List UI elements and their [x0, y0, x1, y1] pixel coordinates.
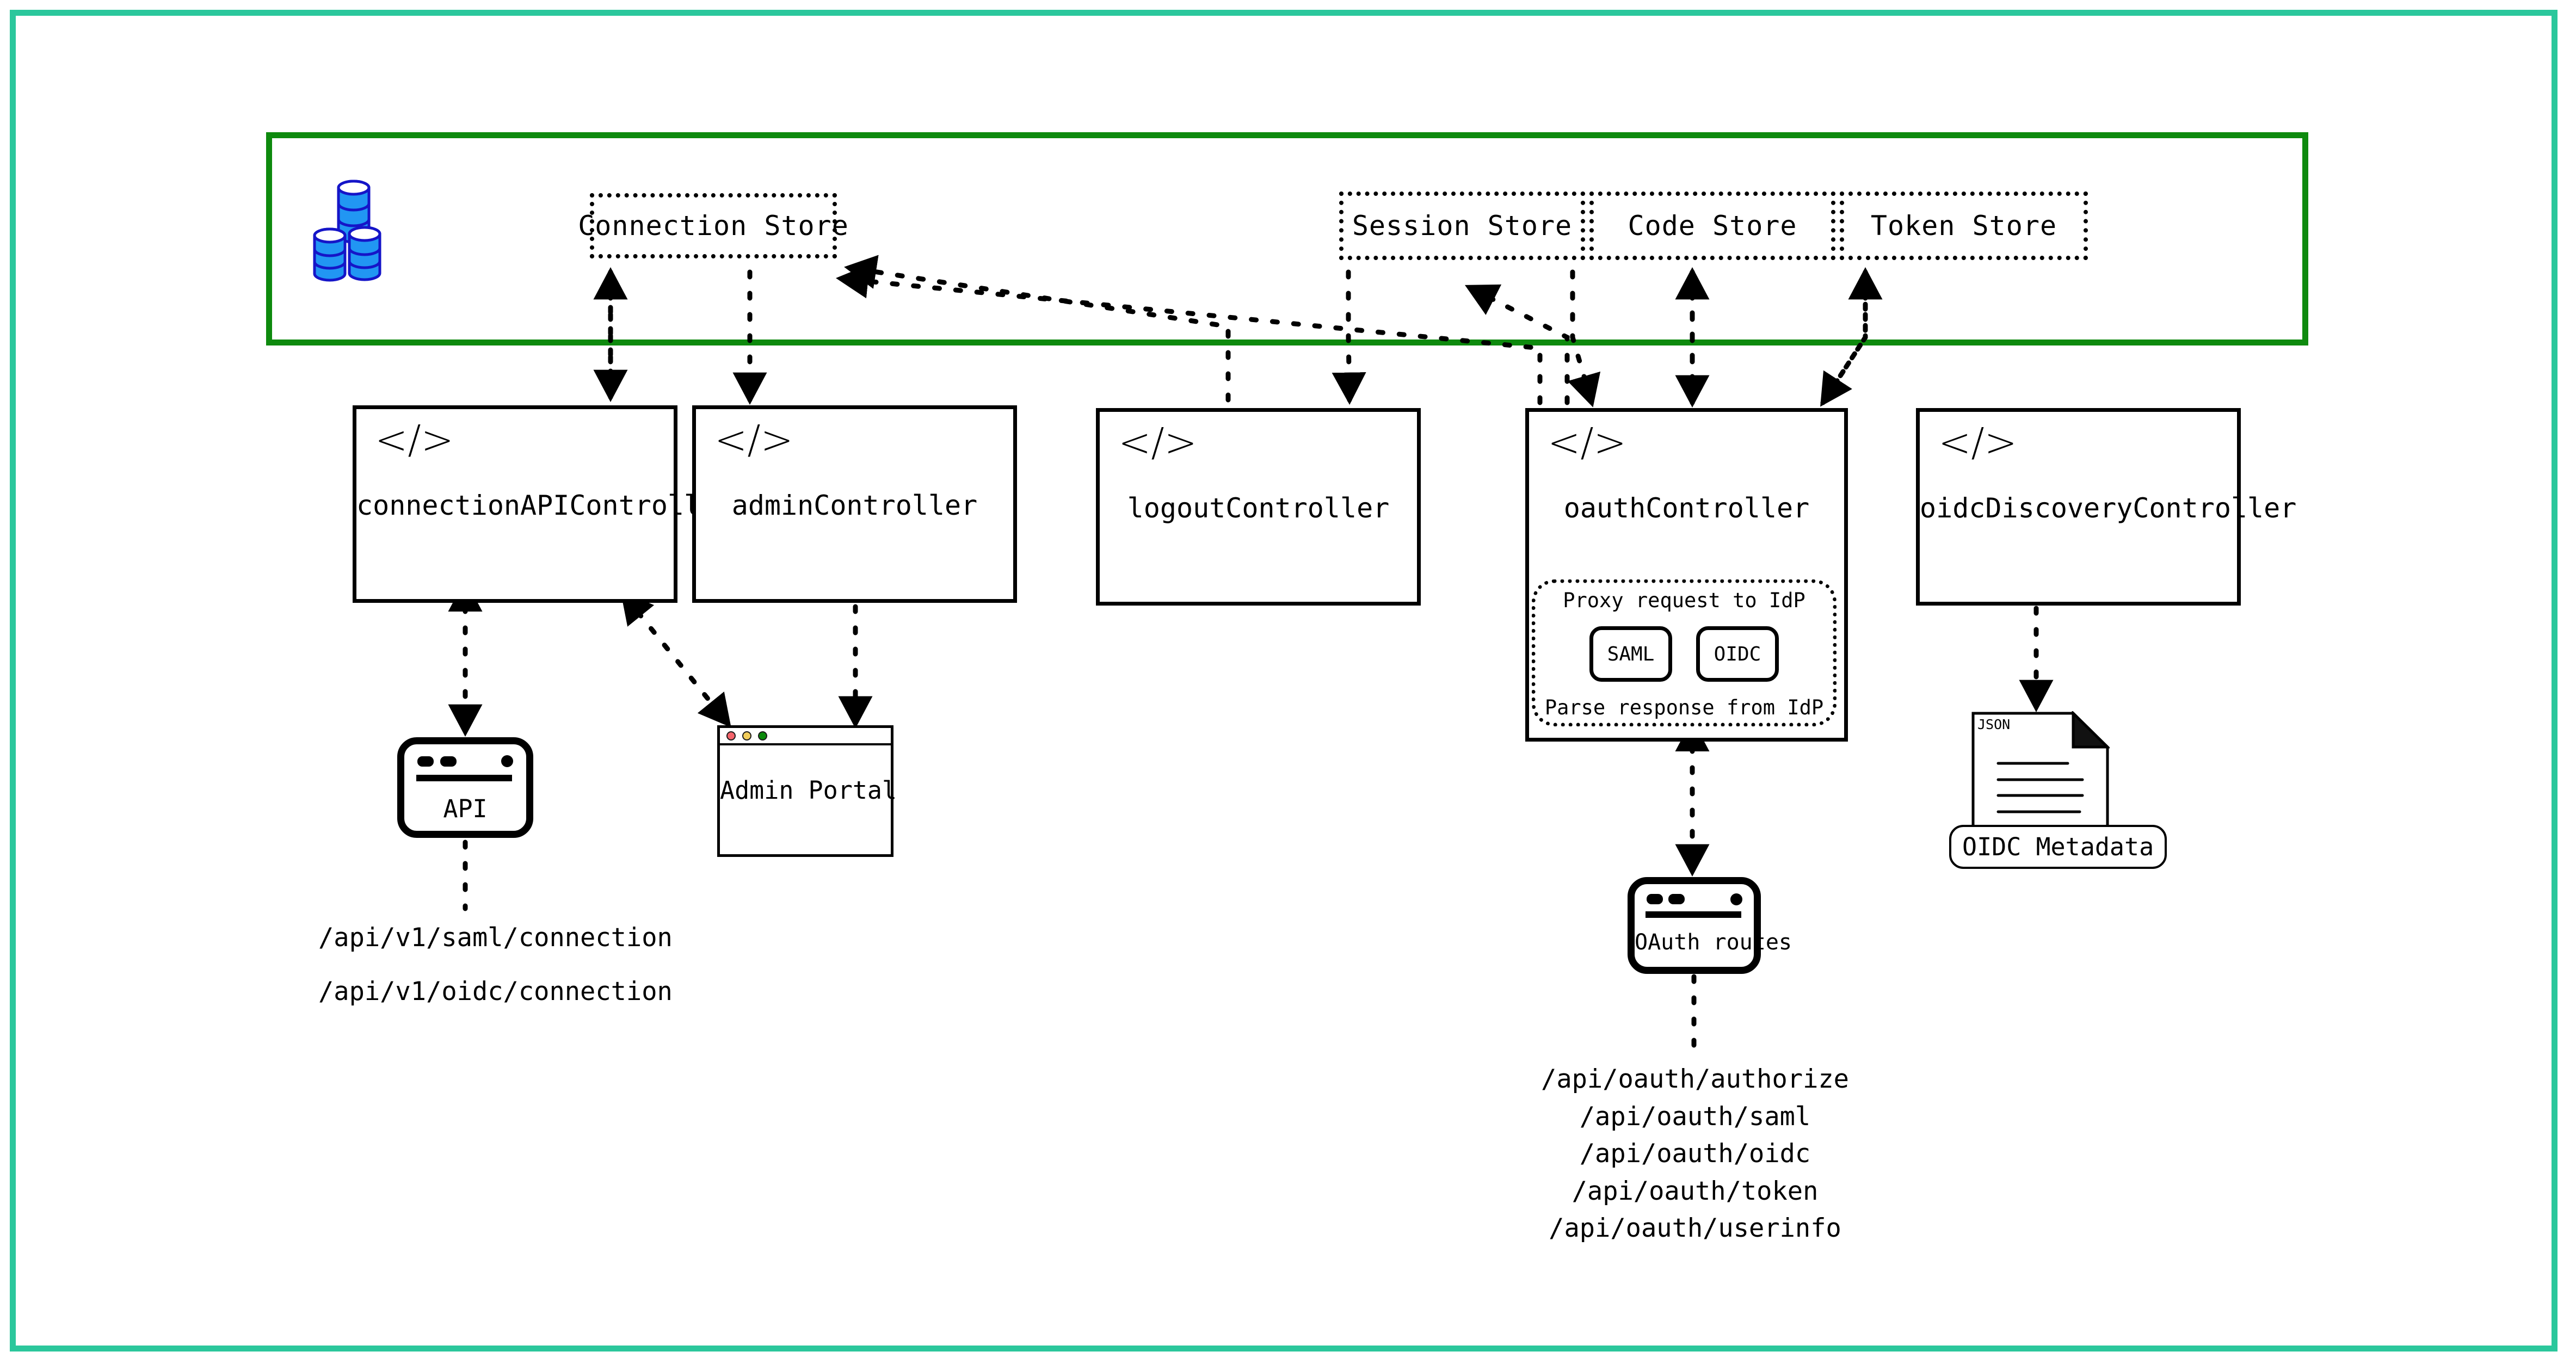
window-address-bar — [1646, 911, 1741, 918]
controller-label: oidcDiscoveryController — [1920, 492, 2297, 524]
database-stack-icon — [305, 171, 435, 291]
code-brackets-icon: </> — [375, 417, 454, 462]
client-label: OIDC Metadata — [1962, 832, 2154, 861]
client-label: API — [443, 794, 488, 823]
oauth-endpoint-list: /api/oauth/authorize /api/oauth/saml /ap… — [1496, 1061, 1894, 1248]
endpoint-item: /api/oauth/oidc — [1579, 1139, 1811, 1169]
window-dot-left — [417, 756, 434, 767]
store-label: Connection Store — [578, 210, 849, 242]
endpoint-item: /api/oauth/saml — [1579, 1101, 1811, 1132]
window-dot-right — [501, 755, 513, 767]
endpoint-item: /api/v1/oidc/connection — [318, 976, 673, 1007]
window-dot-right — [1730, 893, 1742, 905]
window-dot-left — [1647, 894, 1663, 904]
idp-proxy-region: Proxy request to IdP SAML OIDC Parse res… — [1532, 579, 1837, 726]
code-brackets-icon: </> — [1938, 419, 2017, 465]
controller-admin-controller[interactable]: </> adminController — [692, 405, 1017, 603]
store-label: Session Store — [1352, 210, 1573, 242]
store-token-store[interactable]: Token Store — [1840, 192, 2088, 260]
store-label: Token Store — [1870, 210, 2057, 242]
endpoint-item: /api/oauth/authorize — [1541, 1064, 1849, 1094]
window-dot-mid — [440, 756, 457, 767]
connection-api-endpoint-list: /api/v1/saml/connection /api/v1/oidc/con… — [318, 919, 673, 1010]
controller-label: logoutController — [1127, 492, 1390, 524]
window-address-bar — [416, 775, 512, 781]
outer-frame-border — [10, 10, 2557, 1352]
protocol-label: OIDC — [1714, 643, 1761, 665]
client-label: Admin Portal — [720, 776, 897, 805]
parse-response-caption: Parse response from IdP — [1544, 696, 1824, 719]
client-label: OAuth routes — [1635, 930, 1792, 955]
endpoint-item: /api/oauth/token — [1572, 1176, 1819, 1206]
controller-label: adminController — [731, 490, 978, 521]
client-api[interactable]: API — [397, 737, 533, 838]
protocol-pill-row: SAML OIDC — [1589, 626, 1779, 682]
store-label: Code Store — [1628, 210, 1797, 242]
traffic-light-minimize-icon — [742, 731, 751, 740]
controller-label: connectionAPIController — [356, 490, 734, 521]
code-brackets-icon: </> — [1548, 419, 1626, 465]
client-admin-portal[interactable]: Admin Portal — [717, 725, 897, 857]
traffic-light-close-icon — [726, 731, 736, 740]
store-connection-store[interactable]: Connection Store — [578, 193, 848, 258]
protocol-label: SAML — [1607, 643, 1655, 665]
protocol-pill-oidc[interactable]: OIDC — [1696, 626, 1779, 682]
json-badge-label: JSON — [1977, 717, 2011, 732]
endpoint-item: /api/oauth/userinfo — [1549, 1213, 1841, 1244]
code-brackets-icon: </> — [1118, 419, 1197, 465]
window-titlebar — [720, 728, 891, 745]
controller-oidc-discovery-controller[interactable]: </> oidcDiscoveryController — [1916, 408, 2297, 606]
controller-logout-controller[interactable]: </> logoutController — [1096, 408, 1421, 606]
code-brackets-icon: </> — [714, 417, 793, 462]
endpoint-item: /api/v1/saml/connection — [318, 923, 673, 953]
traffic-light-maximize-icon — [758, 731, 767, 740]
protocol-pill-saml[interactable]: SAML — [1589, 626, 1672, 682]
client-oidc-metadata-label[interactable]: OIDC Metadata — [1949, 825, 2167, 869]
store-session-store[interactable]: Session Store — [1339, 192, 1585, 260]
window-dot-mid — [1668, 894, 1685, 904]
controller-label: oauthController — [1563, 492, 1810, 524]
store-code-store[interactable]: Code Store — [1589, 192, 1835, 260]
controller-connection-api-controller[interactable]: </> connectionAPIController — [353, 405, 734, 603]
client-oauth-routes[interactable]: OAuth routes — [1628, 877, 1792, 974]
proxy-request-caption: Proxy request to IdP — [1563, 589, 1805, 612]
